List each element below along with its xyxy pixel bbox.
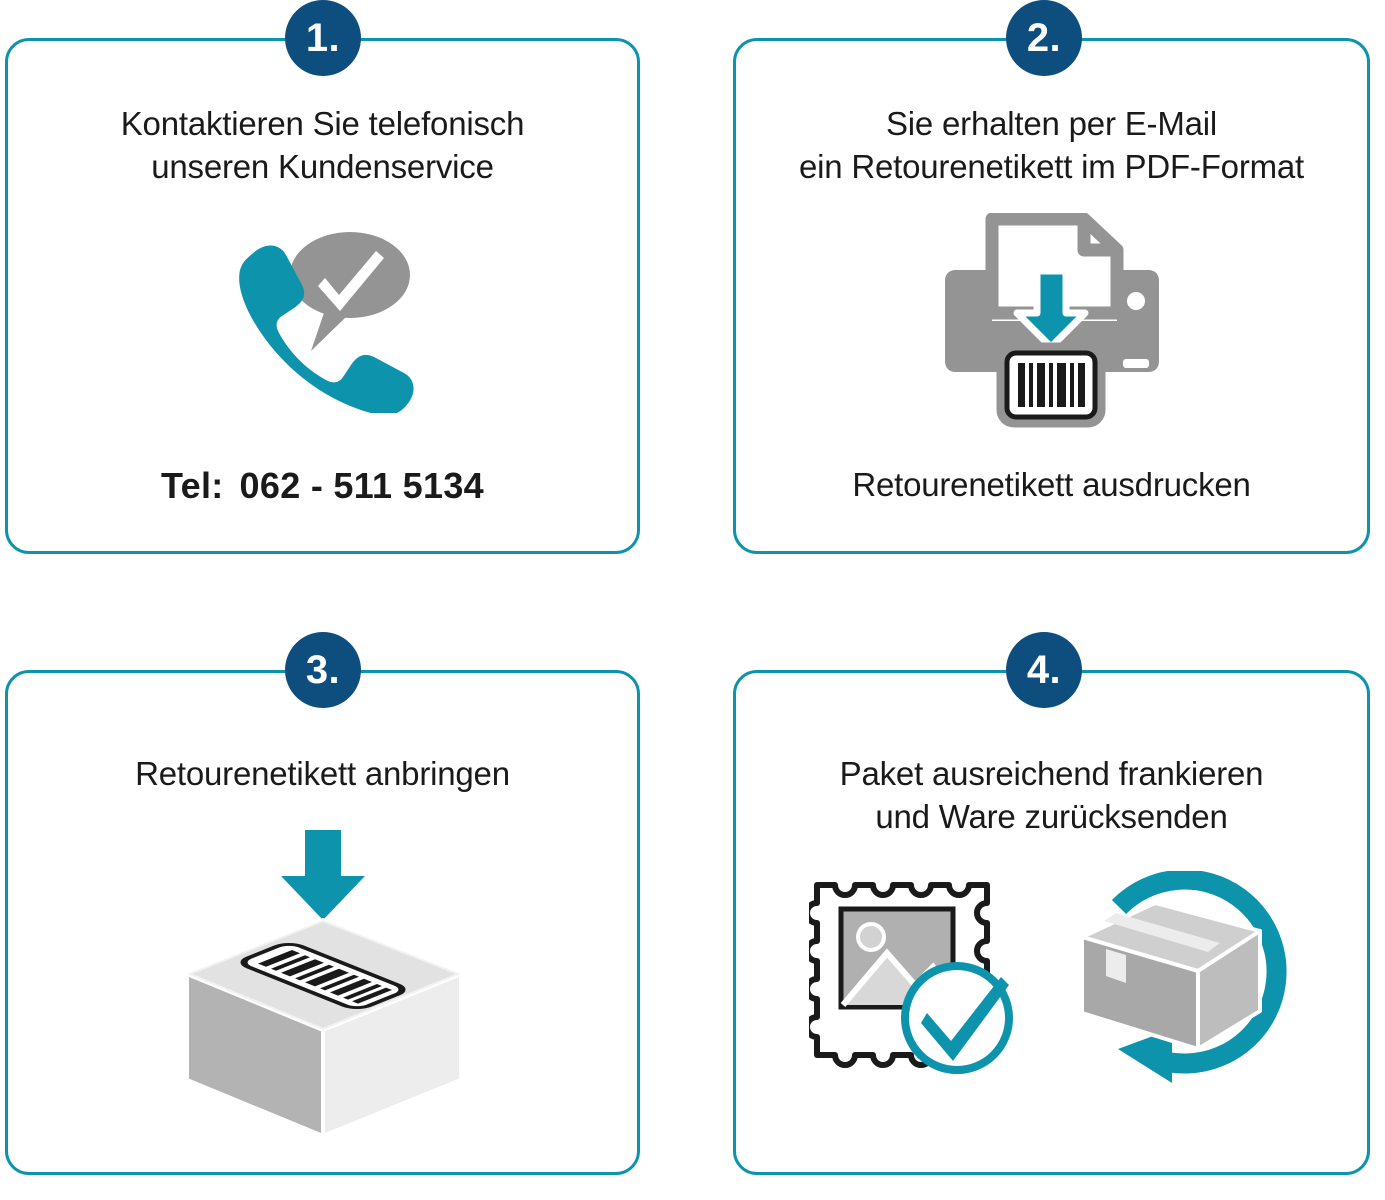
tel-number: 062 - 511 5134: [239, 465, 484, 506]
step-badge-1-number: 1.: [305, 16, 341, 60]
printer-with-barcode-label-icon: [945, 212, 1159, 428]
step-badge-2: 2.: [1006, 0, 1082, 76]
postage-stamp-with-check-icon: [808, 882, 1013, 1075]
step-1-headline: Kontaktieren Sie telefonisch unseren Kun…: [120, 105, 525, 185]
step-3-illustration: [8, 824, 637, 1144]
step-badge-3-number: 3.: [305, 648, 341, 692]
step-2-illustration: [736, 212, 1367, 428]
tel-label: Tel:: [161, 465, 224, 506]
parcel-with-return-arrow-icon: [1079, 870, 1287, 1083]
step-card-4: Paket ausreichend frankieren und Ware zu…: [733, 670, 1370, 1175]
step-1-illustration: [8, 223, 637, 413]
step-4-illustration: [736, 870, 1367, 1086]
step-4-headline: Paket ausreichend frankieren und Ware zu…: [839, 755, 1264, 835]
step-card-2: Sie erhalten per E-Mail ein Retourenetik…: [733, 38, 1370, 554]
phone-with-check-bubble-icon: [238, 231, 413, 413]
step-2-headline: Sie erhalten per E-Mail ein Retourenetik…: [798, 105, 1305, 185]
step-card-1: Kontaktieren Sie telefonisch unseren Kun…: [5, 38, 640, 554]
step-badge-4-number: 4.: [1026, 648, 1062, 692]
step-2-caption: Retourenetikett ausdrucken: [852, 465, 1251, 503]
step-badge-2-number: 2.: [1026, 16, 1062, 60]
step-3-headline: Retourenetikett anbringen: [135, 755, 510, 792]
step-1-telephone: Tel: 062 - 511 5134: [161, 465, 484, 507]
step-badge-3: 3.: [285, 632, 361, 708]
box-with-barcode-label-and-down-arrow-icon: [184, 829, 463, 1138]
step-badge-1: 1.: [285, 0, 361, 76]
step-badge-4: 4.: [1006, 632, 1082, 708]
step-card-3: Retourenetikett anbringen: [5, 670, 640, 1175]
